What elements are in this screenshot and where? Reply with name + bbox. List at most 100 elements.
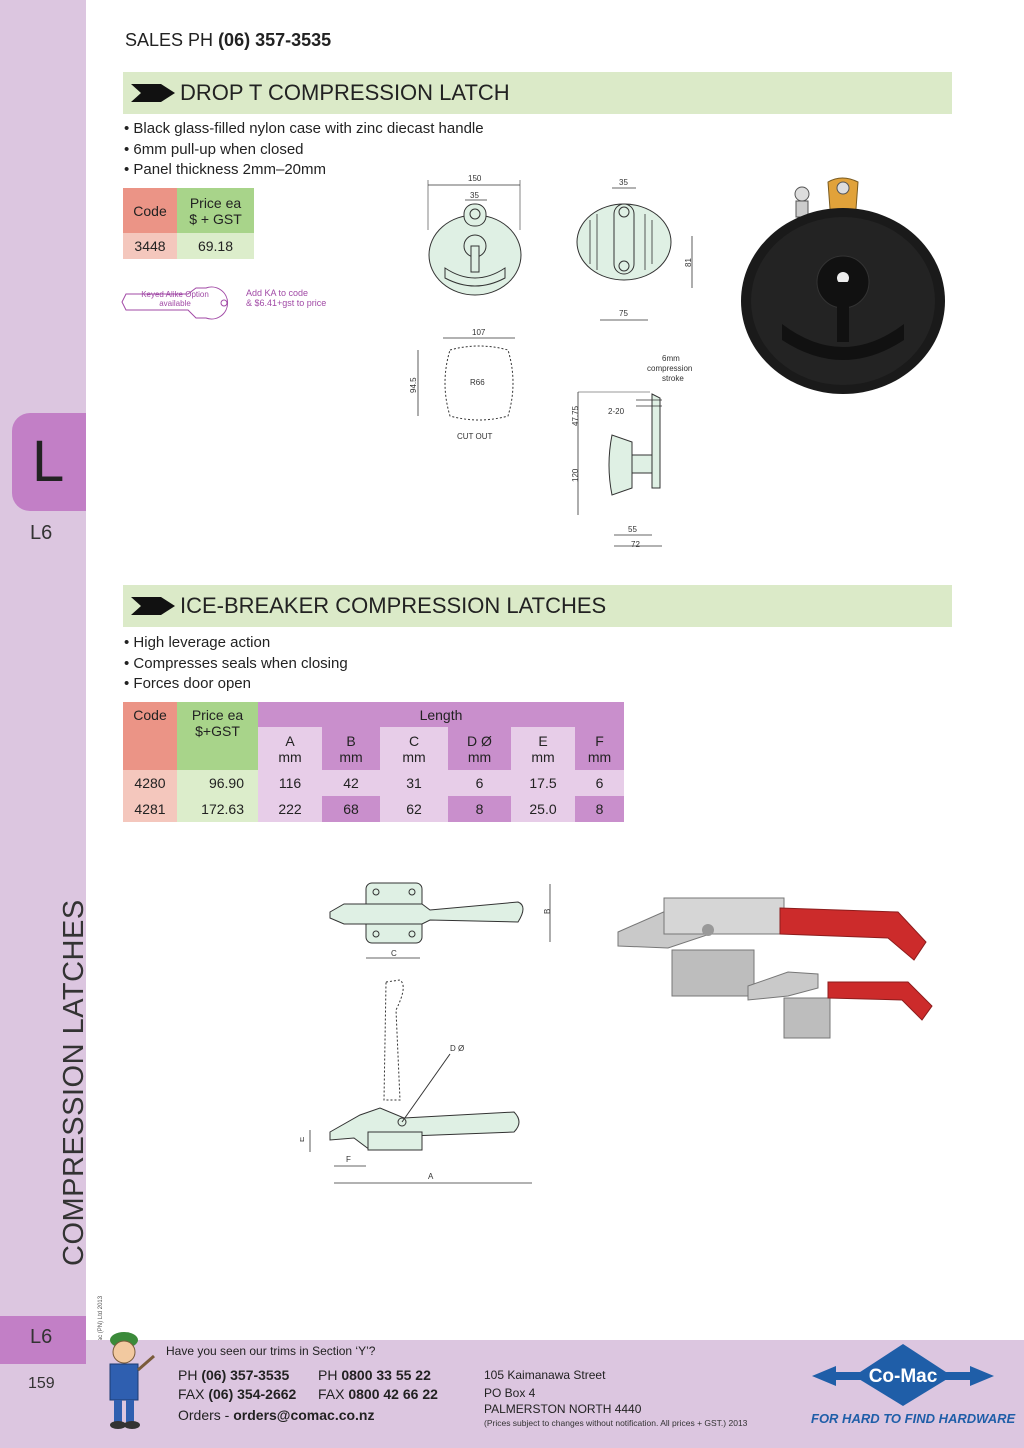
price-disclaimer: (Prices subject to changes without notif… bbox=[484, 1418, 748, 1428]
dim-35a: 35 bbox=[470, 191, 479, 200]
length-cell: 8 bbox=[448, 796, 511, 822]
column-name: F bbox=[595, 732, 604, 749]
table-row: 4280 96.90 116 42 31 6 17.5 6 bbox=[123, 770, 624, 796]
dim-a: A bbox=[428, 1172, 434, 1181]
length-header: Length bbox=[258, 702, 624, 727]
price-header-line1: Price ea bbox=[189, 194, 242, 211]
key-icon bbox=[121, 286, 228, 320]
table-header-row: Code Price ea $ + GST bbox=[123, 188, 254, 233]
back-view-drawing bbox=[576, 187, 693, 321]
fax-line: FAX (06) 354-2662 bbox=[178, 1386, 296, 1402]
drop-t-product-photo bbox=[741, 177, 945, 394]
side-view-drawing bbox=[309, 979, 532, 1184]
feature-item: Black glass-filled nylon case with zinc … bbox=[124, 119, 483, 140]
length-cell: 62 bbox=[380, 796, 448, 822]
length-cell: 25.0 bbox=[511, 796, 575, 822]
freephone-line: PH 0800 33 55 22 bbox=[318, 1367, 431, 1383]
section-title: ICE-BREAKER COMPRESSION LATCHES bbox=[180, 593, 607, 618]
section-header-drop-t: DROP T COMPRESSION LATCH bbox=[123, 72, 952, 114]
feature-item: 6mm pull-up when closed bbox=[124, 140, 484, 161]
column-name: C bbox=[408, 732, 420, 749]
column-name: E bbox=[538, 732, 548, 749]
address-line2: PO Box 4 bbox=[484, 1386, 536, 1400]
feature-item: Panel thickness 2mm–20mm bbox=[124, 160, 484, 181]
footer bbox=[86, 1340, 1024, 1448]
dim-55: 55 bbox=[628, 525, 637, 534]
arrow-icon bbox=[131, 597, 175, 615]
keyed-note-line1: Add KA to code bbox=[246, 288, 309, 298]
dim-107: 107 bbox=[472, 328, 486, 337]
keyed-alike-label: Keyed Alike Option available bbox=[140, 290, 210, 308]
column-unit: mm bbox=[339, 748, 363, 765]
dim-120: 120 bbox=[571, 468, 580, 482]
phone-label: PH bbox=[178, 1367, 198, 1383]
dim-35b: 35 bbox=[619, 178, 628, 187]
column-unit: mm bbox=[402, 748, 426, 765]
side-view-drawing bbox=[577, 391, 662, 547]
cutout-label: CUT OUT bbox=[457, 432, 493, 441]
sidebar bbox=[0, 0, 86, 1448]
dim-b: B bbox=[543, 909, 552, 914]
code-header: Code bbox=[123, 702, 177, 770]
dim-150: 150 bbox=[468, 174, 482, 183]
code-header: Code bbox=[123, 188, 177, 233]
dim-81: 81 bbox=[684, 258, 693, 267]
top-view-drawing bbox=[329, 882, 551, 959]
length-cell: 31 bbox=[380, 770, 448, 796]
column-name: B bbox=[346, 732, 356, 749]
price-header-line2: $+GST bbox=[195, 723, 240, 739]
dim-e: E bbox=[300, 1137, 306, 1142]
column-name: A bbox=[285, 732, 295, 749]
section-code-top: L6 bbox=[30, 522, 53, 544]
dim-47-75: 47.75 bbox=[571, 405, 580, 426]
length-cell: 42 bbox=[322, 770, 380, 796]
sales-phone[interactable]: (06) 357-3535 bbox=[218, 30, 332, 50]
column-unit: mm bbox=[587, 748, 612, 765]
section-tab[interactable] bbox=[12, 413, 86, 511]
stroke-label-1: 6mm bbox=[662, 354, 680, 363]
page-number: 159 bbox=[28, 1375, 55, 1392]
column-unit: mm bbox=[278, 748, 302, 765]
arrow-icon bbox=[131, 84, 175, 102]
length-cell: 6 bbox=[448, 770, 511, 796]
keyed-alike-line2: available bbox=[159, 299, 191, 308]
column-unit: mm bbox=[467, 748, 492, 765]
length-cell: 68 bbox=[322, 796, 380, 822]
tagline: FOR HARD TO FIND HARDWARE bbox=[811, 1411, 1016, 1426]
feature-list: High leverage action Compresses seals wh… bbox=[124, 633, 347, 695]
feature-item: Compresses seals when closing bbox=[124, 654, 347, 675]
dim-94-5: 94.5 bbox=[409, 377, 418, 393]
orders-label: Orders - bbox=[178, 1407, 230, 1423]
section-header-ice-breaker: ICE-BREAKER COMPRESSION LATCHES bbox=[123, 585, 952, 627]
phone-line: PH (06) 357-3535 bbox=[178, 1367, 289, 1383]
logo-text: Co-Mac bbox=[869, 1366, 938, 1387]
dim-2-20: 2-20 bbox=[608, 407, 625, 416]
orders-line: Orders - orders@comac.co.nz bbox=[178, 1407, 375, 1423]
phone-value[interactable]: (06) 357-3535 bbox=[201, 1367, 290, 1383]
price-header: Price ea $+GST bbox=[177, 702, 258, 770]
dim-c: C bbox=[391, 949, 397, 958]
freefax-line: FAX 0800 42 66 22 bbox=[318, 1386, 438, 1402]
price-header-line1: Price ea bbox=[191, 707, 244, 723]
stroke-label-3: stroke bbox=[662, 374, 684, 383]
dim-d: D Ø bbox=[450, 1044, 464, 1053]
keyed-alike-line1: Keyed Alike Option bbox=[141, 290, 209, 299]
length-cell: 17.5 bbox=[511, 770, 575, 796]
orders-email-link[interactable]: orders@comac.co.nz bbox=[233, 1407, 375, 1423]
code-cell: 3448 bbox=[123, 233, 177, 259]
code-cell: 4280 bbox=[123, 770, 177, 796]
sidebar-vertical-title: COMPRESSION LATCHES bbox=[58, 899, 90, 1266]
freephone-value[interactable]: 0800 33 55 22 bbox=[341, 1367, 431, 1383]
radius-label: R66 bbox=[470, 378, 485, 387]
ice-breaker-technical-drawing: B C D Ø E F A bbox=[300, 882, 552, 1184]
sales-phone-header: SALES PH (06) 357-3535 bbox=[125, 30, 331, 51]
price-header: Price ea $ + GST bbox=[177, 188, 254, 233]
price-cell: 96.90 bbox=[177, 770, 258, 796]
dim-f: F bbox=[346, 1155, 351, 1164]
